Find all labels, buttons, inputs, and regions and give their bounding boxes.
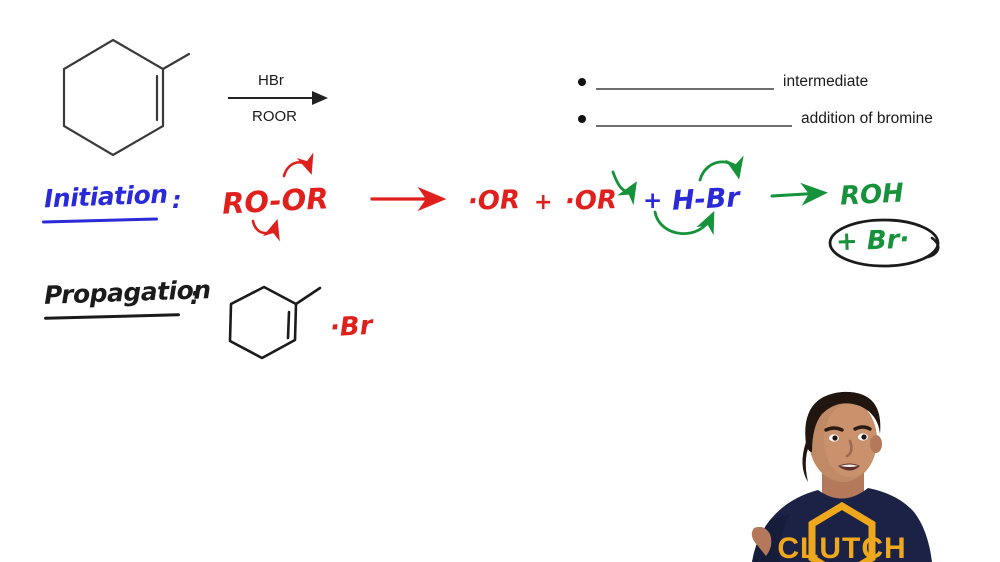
- species-alcohol-product: ROH: [839, 178, 905, 212]
- reaction-arrow-shaft: [228, 97, 320, 99]
- plus-sign-1: +: [534, 190, 553, 215]
- propagation-heading-underline: [43, 313, 181, 320]
- bullet-label-intermediate: intermediate: [783, 73, 869, 90]
- presenter-video-overlay: CLUTCH: [751, 391, 932, 562]
- species-bromine-radical-circled: + Br·: [835, 224, 910, 258]
- circle-tail-stroke: [926, 236, 940, 259]
- propagation-alkene-structure: [228, 285, 322, 360]
- plus-sign-2: +: [643, 188, 663, 214]
- species-alkoxy-radical-2: ·OR: [564, 185, 618, 217]
- initiation-heading: Initiation: [43, 179, 169, 214]
- initiation-product-arrow: [770, 182, 828, 206]
- fishhook-arrow-hbr-top: [698, 155, 744, 182]
- shirt-wordmark: CLUTCH: [777, 532, 906, 562]
- substrate-skeletal-structure: [62, 38, 191, 157]
- blank-fill-line[interactable]: [596, 111, 792, 127]
- reagent-below-arrow: ROOR: [252, 108, 297, 125]
- blank-fill-line[interactable]: [596, 74, 774, 90]
- bullet-dot-icon: [578, 78, 586, 86]
- species-peroxide: RO-OR: [221, 181, 330, 221]
- propagation-colon: :: [190, 282, 200, 310]
- bullet-item-intermediate: intermediate: [578, 73, 868, 91]
- initiation-heading-underline: [41, 217, 159, 224]
- species-alkoxy-radical-1: ·OR: [467, 185, 521, 217]
- fishhook-arrow-up: [282, 152, 314, 178]
- reagent-above-arrow: HBr: [258, 72, 284, 89]
- fishhook-arrow-down: [251, 219, 280, 242]
- bullet-item-addition-of-bromine: addition of bromine: [578, 110, 933, 128]
- bullet-dot-icon: [578, 115, 586, 123]
- bullet-label-addition-of-bromine: addition of bromine: [801, 110, 933, 127]
- species-bromine-radical: ·Br: [329, 310, 374, 344]
- propagation-heading: Propagation: [43, 275, 212, 310]
- reaction-arrow-head-icon: [312, 91, 328, 105]
- initiation-colon: :: [172, 186, 182, 214]
- species-hydrogen-bromide: H-Br: [671, 182, 741, 217]
